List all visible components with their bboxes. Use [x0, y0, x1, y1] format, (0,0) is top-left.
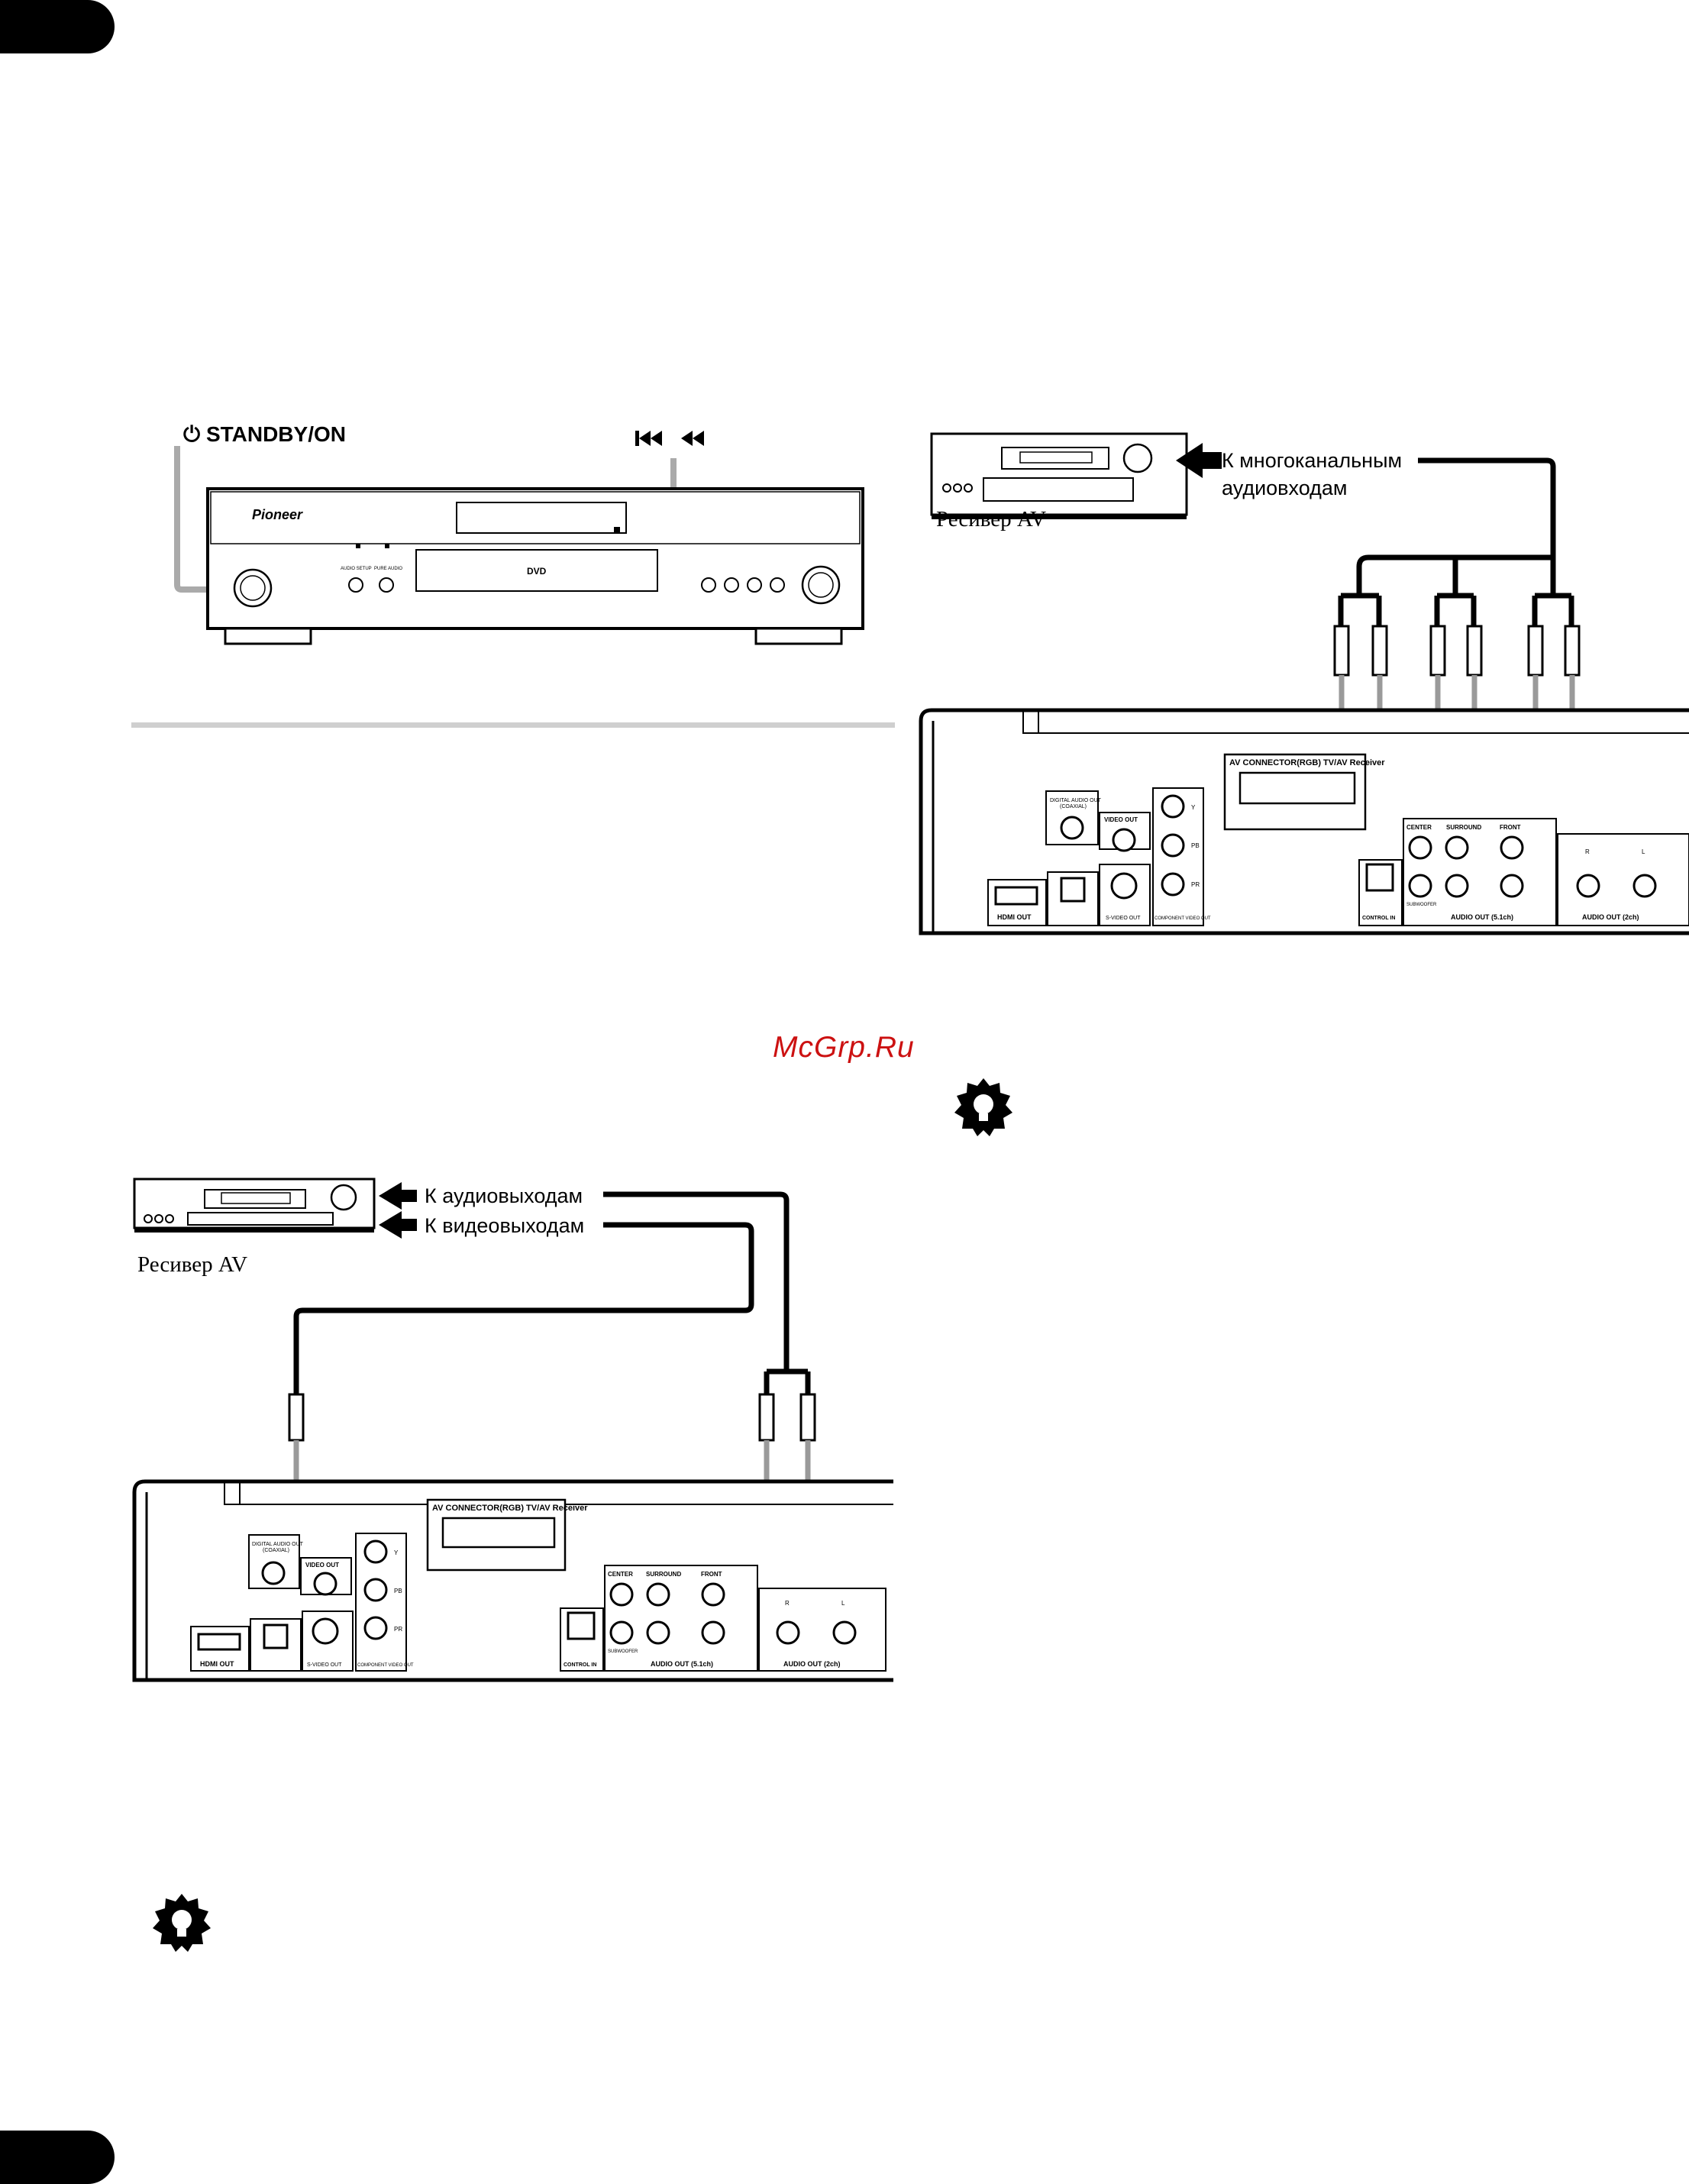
svg-text:Y: Y [394, 1549, 399, 1556]
multichannel-label-line2: аудиовходам [1222, 477, 1348, 499]
svg-text:L: L [841, 1600, 845, 1607]
av-receiver-top [930, 432, 1188, 519]
disc-tray [415, 549, 658, 592]
svg-text:SUBWOOFER: SUBWOOFER [608, 1649, 638, 1654]
arrow-left-icon [1176, 443, 1222, 478]
dvd-logo: DVD [527, 566, 547, 577]
svg-text:SURROUND: SURROUND [646, 1571, 681, 1578]
svg-text:HDMI OUT: HDMI OUT [200, 1660, 234, 1668]
svg-text:S-VIDEO OUT: S-VIDEO OUT [1106, 916, 1141, 921]
svg-text:DIGITAL AUDIO OUT: DIGITAL AUDIO OUT [252, 1542, 304, 1547]
receiver-caption-bottom: Ресивер AV [137, 1252, 248, 1277]
page-tab-top [0, 0, 115, 53]
skip-back-icon [635, 431, 662, 446]
stereo-diagram: AV CONNECTOR(RGB) TV/AV Receiver DIGITAL… [132, 1178, 893, 1682]
tip-lightbulb-icon [153, 1894, 211, 1952]
svg-text:PR: PR [394, 1626, 402, 1633]
standby-callout-line [174, 446, 243, 593]
svg-text:SUBWOOFER: SUBWOOFER [1406, 903, 1437, 907]
svg-text:R: R [785, 1600, 790, 1607]
svg-text:AUDIO SETUP: AUDIO SETUP [341, 567, 372, 571]
svg-text:(COAXIAL): (COAXIAL) [263, 1548, 289, 1553]
svg-text:COMPONENT VIDEO OUT: COMPONENT VIDEO OUT [1155, 916, 1211, 921]
av-receiver-bottom [133, 1178, 376, 1233]
tip-lightbulb-icon [954, 1078, 1012, 1136]
svg-text:AUDIO OUT (5.1ch): AUDIO OUT (5.1ch) [651, 1660, 713, 1668]
svg-text:HDMI OUT: HDMI OUT [997, 913, 1032, 921]
multichannel-label-line1: К многоканальным [1222, 449, 1403, 472]
svg-text:CONTROL IN: CONTROL IN [564, 1662, 596, 1668]
svg-text:DIGITAL AUDIO OUT: DIGITAL AUDIO OUT [1050, 798, 1102, 803]
svg-text:VIDEO OUT: VIDEO OUT [1104, 816, 1138, 823]
brand-logo: Pioneer [252, 507, 303, 522]
svg-text:AV CONNECTOR(RGB) TV/AV Receiv: AV CONNECTOR(RGB) TV/AV Receiver [432, 1504, 588, 1513]
svg-text:(COAXIAL): (COAXIAL) [1060, 804, 1087, 809]
svg-text:PR: PR [1191, 881, 1200, 888]
multichannel-diagram: AV CONNECTOR(RGB) TV/AV Receiver DIGITAL… [919, 432, 1689, 935]
svg-text:PB: PB [394, 1588, 402, 1594]
svg-text:AUDIO OUT (2ch): AUDIO OUT (2ch) [783, 1660, 841, 1668]
right-foot [754, 627, 843, 645]
svg-text:SURROUND: SURROUND [1446, 824, 1481, 831]
svg-text:S-VIDEO OUT: S-VIDEO OUT [307, 1662, 342, 1668]
receiver-caption-top: Ресивер AV [936, 507, 1047, 531]
left-foot [224, 627, 312, 645]
svg-text:CENTER: CENTER [608, 1571, 633, 1578]
svg-text:L: L [1642, 848, 1645, 855]
video-outputs-label: К видеовыходам [425, 1214, 585, 1237]
audio-outputs-label: К аудиовыходам [425, 1184, 583, 1207]
svg-text:FRONT: FRONT [701, 1571, 722, 1578]
svg-text:COMPONENT VIDEO OUT: COMPONENT VIDEO OUT [357, 1663, 414, 1668]
rewind-icon [681, 431, 704, 446]
svg-text:PURE AUDIO: PURE AUDIO [374, 567, 402, 571]
svg-text:PB: PB [1191, 842, 1200, 849]
svg-text:VIDEO OUT: VIDEO OUT [305, 1562, 339, 1569]
svg-text:CENTER: CENTER [1406, 824, 1432, 831]
svg-text:R: R [1585, 848, 1590, 855]
svg-text:AUDIO OUT (5.1ch): AUDIO OUT (5.1ch) [1451, 913, 1513, 921]
page-tab-bottom [0, 2131, 115, 2184]
watermark: McGrp.Ru [773, 1031, 915, 1064]
svg-text:CONTROL IN: CONTROL IN [1362, 916, 1395, 921]
svg-text:AV CONNECTOR(RGB) TV/AV Receiv: AV CONNECTOR(RGB) TV/AV Receiver [1229, 758, 1385, 767]
svg-text:FRONT: FRONT [1500, 824, 1521, 831]
display-window [456, 502, 627, 534]
standby-label: ⏻ STANDBY/ON [183, 422, 346, 446]
arrow-left-icon [379, 1211, 417, 1239]
svg-text:AUDIO OUT (2ch): AUDIO OUT (2ch) [1582, 913, 1639, 921]
power-icon: ⏻ [183, 422, 201, 446]
section-separator [131, 722, 895, 728]
arrow-left-icon [379, 1182, 417, 1210]
front-panel-illustration: Pioneer DVD AUDIO SETUP PURE AUDIO [174, 431, 864, 645]
svg-text:Y: Y [1191, 804, 1196, 811]
